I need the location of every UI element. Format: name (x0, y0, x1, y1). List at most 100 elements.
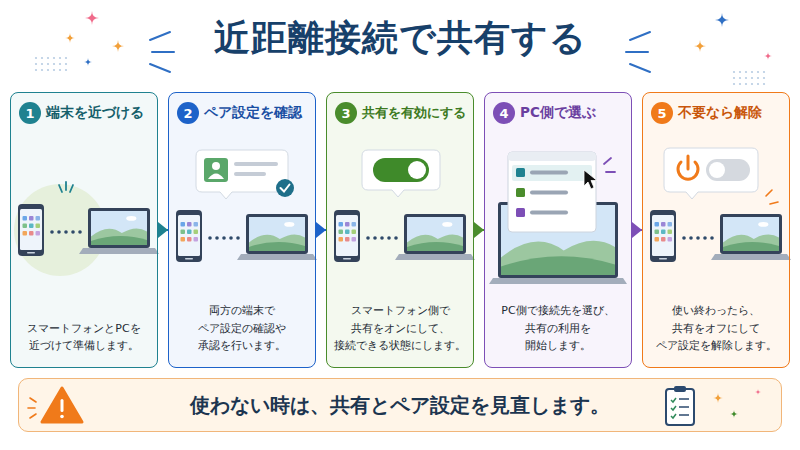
app-icon (29, 216, 34, 221)
smartphone-icon (176, 210, 202, 262)
deco-dot (757, 77, 759, 79)
deco-dot (733, 71, 735, 73)
sparkle (764, 52, 772, 60)
app-icon (661, 237, 666, 242)
app-icon (29, 224, 34, 229)
list-swatch (516, 168, 525, 177)
step-header: 4PC側で選ぶ (491, 102, 625, 124)
step-number: 4 (493, 102, 515, 124)
link-dot (394, 236, 398, 240)
step-description: スマートフォン側で 共有をオンにして、 接続できる状態にします。 (333, 302, 467, 355)
step-heading: ペア設定を確認 (204, 104, 302, 122)
app-icon (668, 237, 673, 242)
app-icon (23, 231, 28, 236)
app-icon (194, 230, 199, 235)
deco-dot (763, 71, 765, 73)
deco-stroke (30, 414, 36, 418)
step-arrow (316, 229, 326, 231)
screen-cloud (126, 216, 136, 221)
notice-banner: 使わない時は、共有とペア設定を見直します。 (18, 378, 782, 432)
link-dot (50, 230, 54, 234)
deco-stroke (150, 32, 170, 40)
laptop-base (711, 254, 791, 260)
app-icon (655, 230, 660, 235)
text-line (234, 162, 278, 166)
step-number: 3 (335, 102, 357, 124)
signal-stroke (65, 182, 67, 190)
clipboard-check (671, 414, 676, 418)
deco-dot (53, 63, 55, 65)
clipboard-line (679, 398, 689, 400)
deco-dot (35, 63, 37, 65)
step-heading: 共有を有効にする (362, 104, 466, 122)
screen-cloud (284, 222, 294, 227)
deco-dot (59, 69, 61, 71)
deco-dot (751, 83, 753, 85)
app-icon (187, 230, 192, 235)
home-bar (343, 258, 351, 260)
screen-hill (91, 236, 147, 245)
text-line (234, 172, 266, 176)
app-icon (668, 230, 673, 235)
app-icon (181, 237, 186, 242)
click-stroke (606, 171, 615, 173)
phone-body (18, 204, 44, 256)
app-icon (668, 222, 673, 227)
banner-ground (18, 378, 782, 432)
clipboard-line (679, 414, 689, 416)
app-icon (36, 231, 41, 236)
sparkle (730, 410, 738, 418)
laptop-icon (395, 214, 475, 260)
deco-stroke (28, 407, 35, 409)
screen-hill (501, 256, 615, 275)
app-icon (36, 224, 41, 229)
deco-dot (745, 77, 747, 79)
sparkle (694, 40, 706, 52)
clipboard-body (666, 389, 694, 425)
step-arrow (158, 229, 168, 231)
smartphone-icon (650, 210, 676, 262)
app-icon (655, 222, 660, 227)
panel-illustrations (14, 148, 791, 284)
screen-mountain (91, 228, 147, 245)
screen-cloud (442, 222, 452, 227)
app-icon (36, 216, 41, 221)
app-icon (655, 237, 660, 242)
screen-mountain (501, 241, 615, 275)
panel-ground (642, 92, 790, 368)
home-bar (659, 258, 667, 260)
app-icon (661, 230, 666, 235)
power-line (687, 156, 690, 169)
deco-dot (733, 83, 735, 85)
deco-stroke (626, 51, 648, 53)
screen-cloud (758, 222, 768, 227)
deco-dot (53, 57, 55, 59)
laptop-frame (404, 214, 466, 254)
step-panel: 5不要なら解除使い終わったら、 共有をオフにして ペア設定を解除します。 (642, 92, 790, 368)
app-icon (352, 237, 357, 242)
text-line (530, 211, 568, 215)
text-line (530, 171, 568, 175)
deco-dot (47, 57, 49, 59)
click-stroke (604, 158, 611, 164)
step-panel: 2ペア設定を確認両方の端末で ペア設定の確認や 承認を行います。 (168, 92, 316, 368)
step-arrow (474, 229, 484, 231)
laptop-screen (723, 217, 779, 251)
link-dot (78, 230, 82, 234)
laptop-base (395, 254, 475, 260)
link-dot (387, 236, 391, 240)
laptop-base (489, 278, 627, 284)
home-bar (185, 258, 193, 260)
laptop-frame (246, 214, 308, 254)
step-description: 使い終わったら、 共有をオフにして ペア設定を解除します。 (649, 302, 783, 355)
deco-dot (739, 77, 741, 79)
laptop-icon (237, 214, 317, 260)
step-panel: 3 共有を有効にするスマートフォン側で 共有をオンにして、 接続できる状態にします… (326, 92, 474, 368)
app-icon (339, 222, 344, 227)
step-panel: 1端末を近づけるスマートフォンとPCを 近づけて準備します。 (10, 92, 158, 368)
check-mark (281, 185, 290, 192)
diagram-title: 近距離接続で共有する (0, 14, 800, 63)
toggle-knob (408, 161, 426, 179)
home-bar (27, 252, 35, 254)
